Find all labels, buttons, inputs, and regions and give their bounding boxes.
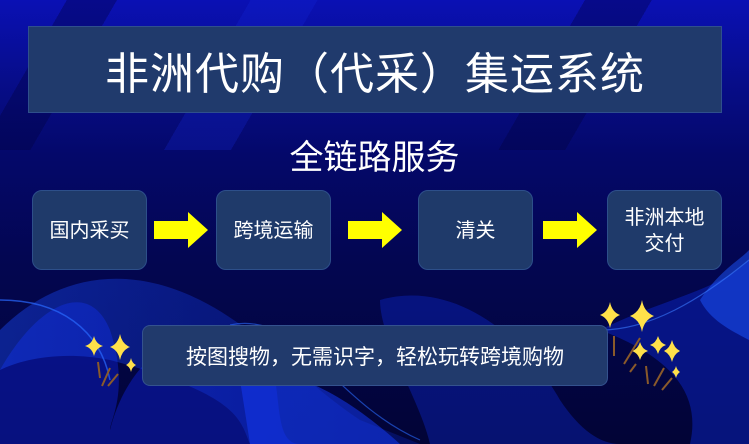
- arrow-right-icon: [348, 212, 402, 248]
- arrow-right-icon: [154, 212, 208, 248]
- step-label-line2: 交付: [644, 231, 685, 255]
- step-domestic-purchase: 国内采买: [32, 190, 147, 270]
- step-label-line1: 非洲本地: [624, 205, 705, 229]
- step-cross-border-shipping: 跨境运输: [216, 190, 331, 270]
- step-label: 跨境运输: [233, 218, 314, 242]
- tagline: 按图搜物，无需识字，轻松玩转跨境购物: [186, 344, 564, 369]
- step-africa-local-delivery: 非洲本地 交付: [607, 190, 722, 270]
- step-customs-clearance: 清关: [418, 190, 533, 270]
- page-title: 非洲代购（代采）集运系统: [105, 48, 645, 100]
- step-label: 清关: [455, 218, 496, 242]
- sparkle-stars-icon: [600, 300, 680, 391]
- title-banner: 非洲代购（代采）集运系统: [28, 26, 722, 113]
- subtitle: 全链路服务: [289, 138, 460, 178]
- tagline-banner: 按图搜物，无需识字，轻松玩转跨境购物: [142, 325, 608, 386]
- sparkle-stars-icon: [85, 334, 136, 387]
- step-label: 国内采买: [49, 218, 130, 242]
- arrow-right-icon: [543, 212, 597, 248]
